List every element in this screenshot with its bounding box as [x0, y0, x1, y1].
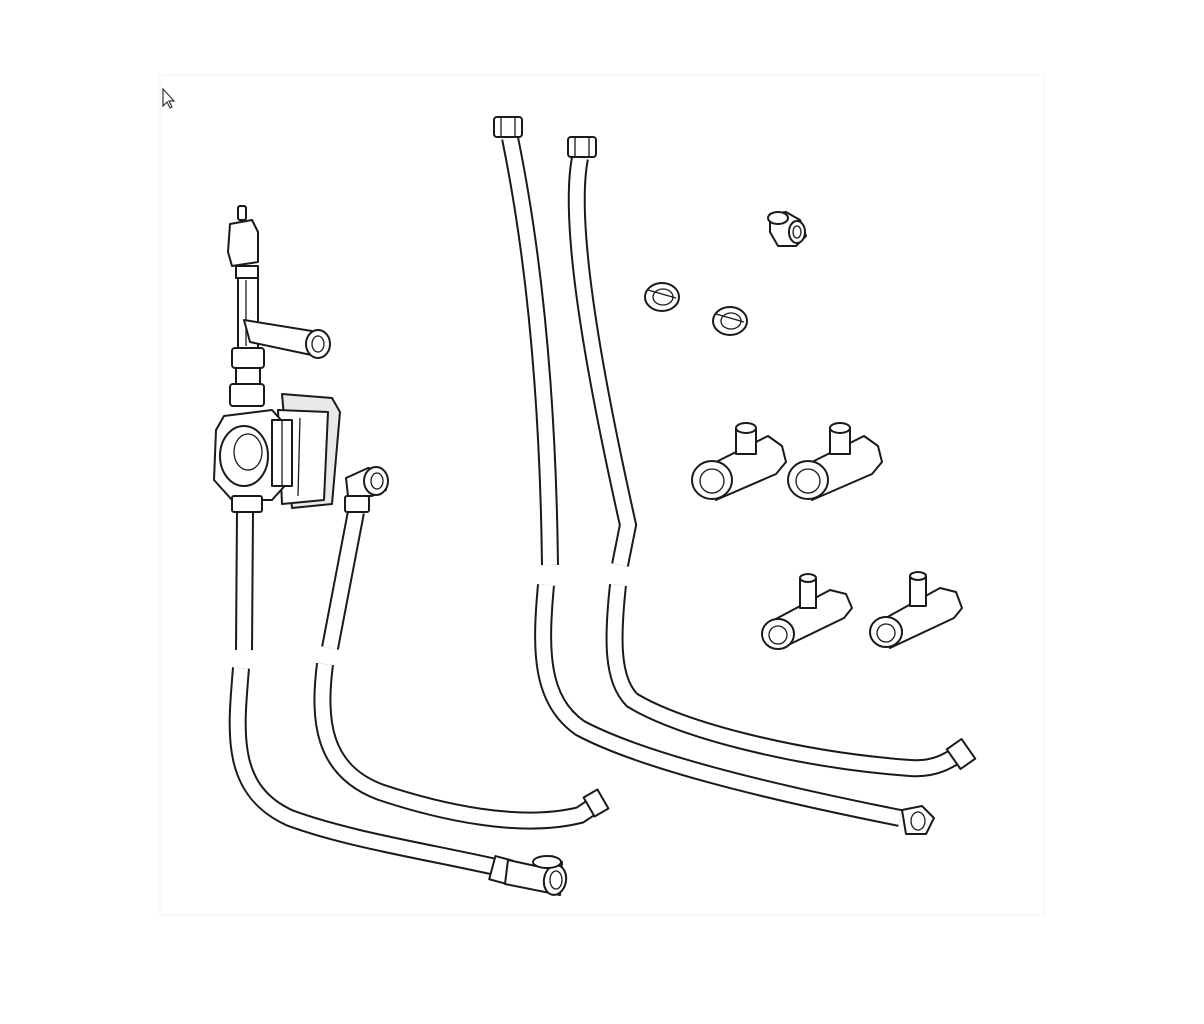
pump-icon: [213, 205, 341, 513]
tee-icon: [691, 422, 787, 501]
hose-icon: [567, 136, 977, 778]
elbow-icon: [344, 466, 389, 513]
ring-icon: [644, 282, 680, 312]
hose-icon: [493, 116, 935, 835]
tee-icon: [869, 571, 963, 649]
hose-icon: [313, 466, 610, 830]
tee-icon: [761, 573, 853, 650]
arrow-cursor-icon: [162, 87, 176, 109]
tee-icon: [787, 422, 883, 501]
elbow-icon: [767, 211, 807, 247]
hose-icon: [228, 511, 568, 896]
air-vent-icon: [227, 205, 259, 349]
ring-icon: [712, 306, 748, 336]
